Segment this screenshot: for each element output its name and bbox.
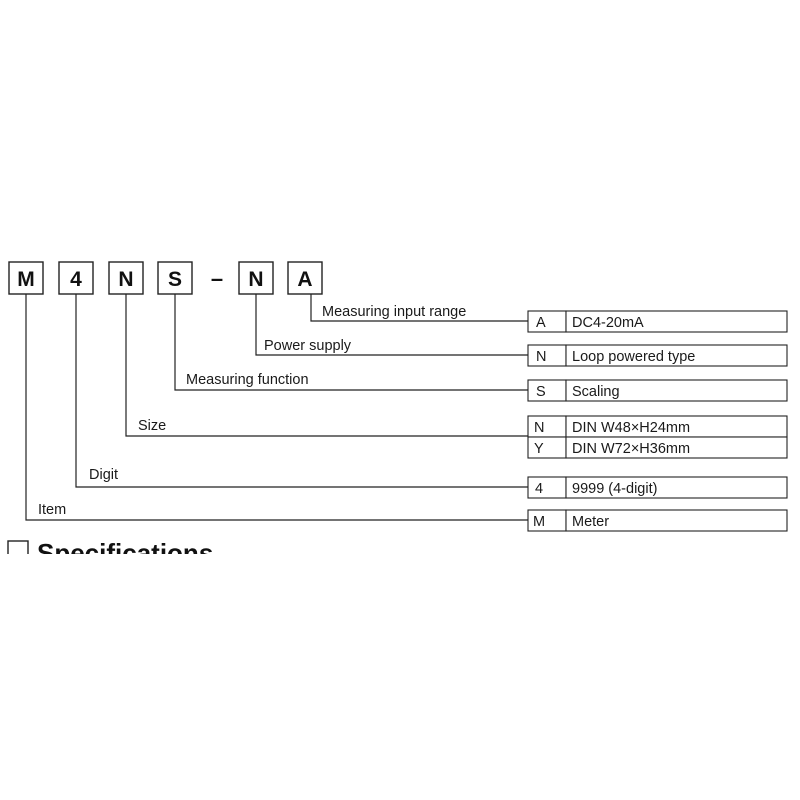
option-row: N Loop powered type: [527, 344, 788, 367]
option-desc: DC4-20mA: [572, 315, 644, 331]
option-row: 4 9999 (4-digit): [527, 476, 788, 499]
option-row: N DIN W48×H24mm: [527, 415, 788, 438]
option-desc: Meter: [572, 514, 609, 530]
option-desc: DIN W72×H36mm: [572, 441, 690, 457]
code-box-item: M: [8, 261, 44, 295]
option-code: N: [534, 420, 544, 436]
leader-function: [174, 294, 528, 391]
option-row: A DC4-20mA: [527, 310, 788, 333]
code-separator: –: [211, 266, 223, 291]
code-char-size: N: [118, 268, 133, 291]
option-row: Y DIN W72×H36mm: [527, 436, 788, 459]
label-function: Measuring function: [186, 372, 309, 388]
leader-item: [25, 294, 528, 521]
label-power-supply: Power supply: [264, 338, 352, 354]
code-char-item: M: [17, 268, 35, 291]
option-code: 4: [535, 481, 543, 497]
code-char-digit: 4: [70, 268, 82, 291]
label-input-range: Measuring input range: [322, 304, 466, 320]
option-code: Y: [534, 441, 544, 457]
section-square-icon: [7, 540, 29, 554]
section-heading-text: Specifications: [37, 538, 213, 568]
model-code: M 4 N S – N A: [8, 261, 323, 295]
option-row: M Meter: [527, 509, 788, 532]
code-char-function: S: [168, 268, 182, 291]
leader-input-range: [310, 294, 528, 322]
code-box-size: N: [108, 261, 144, 295]
code-char-input: A: [297, 268, 312, 291]
label-digit: Digit: [89, 467, 118, 483]
option-code: M: [533, 514, 545, 530]
option-code: A: [536, 315, 546, 331]
option-desc: Loop powered type: [572, 349, 695, 365]
code-box-input: A: [287, 261, 323, 295]
option-desc: Scaling: [572, 384, 620, 400]
leader-lines: [25, 294, 528, 521]
code-box-power: N: [238, 261, 274, 295]
next-section-heading: Specifications: [7, 538, 213, 568]
label-size: Size: [138, 418, 166, 434]
leader-power-supply: [255, 294, 528, 356]
code-box-digit: 4: [58, 261, 94, 295]
field-labels: Measuring input range Power supply Measu…: [38, 304, 466, 518]
leader-size: [125, 294, 528, 437]
option-code: S: [536, 384, 546, 400]
option-desc: DIN W48×H24mm: [572, 420, 690, 436]
option-code: N: [536, 349, 546, 365]
label-item: Item: [38, 502, 66, 518]
leader-digit: [75, 294, 528, 488]
option-tables: A DC4-20mA N Loop powered type S Scaling…: [527, 310, 788, 532]
option-row: S Scaling: [527, 379, 788, 402]
option-desc: 9999 (4-digit): [572, 481, 657, 497]
code-char-power: N: [248, 268, 263, 291]
code-box-function: S: [157, 261, 193, 295]
